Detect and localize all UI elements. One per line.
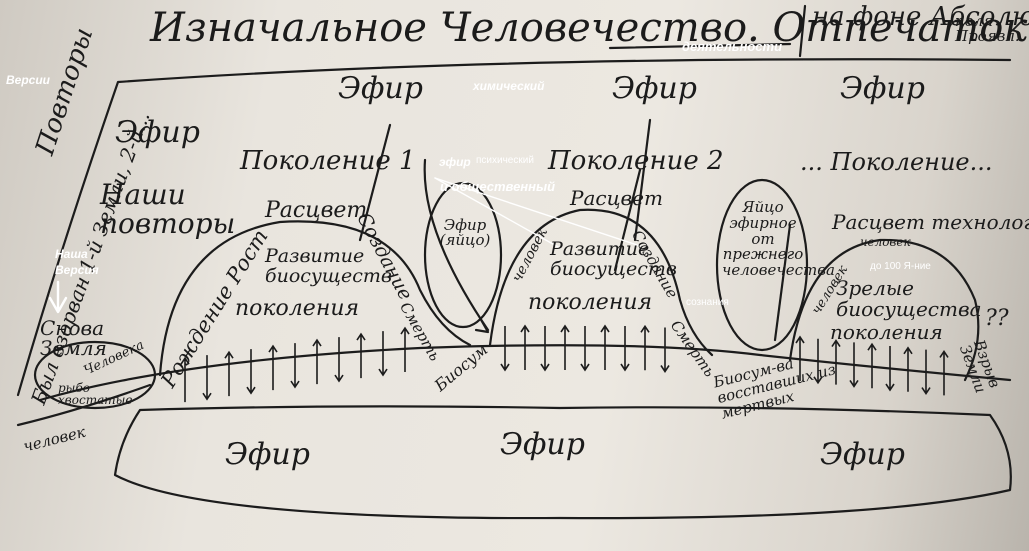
title-underline [608,42,792,50]
flow-arrows [180,324,949,403]
fish-tail-label: рыбо хвостатые [58,381,133,407]
flow-arrow [813,338,823,385]
arrow-gen1 [423,158,490,332]
generation-n-label: ... Поколение... [800,148,993,176]
bottom-ether-pool [113,405,1012,520]
development-label-2: Развитие биосуществ [550,238,677,280]
flow-arrow [290,343,300,389]
mature-label: Зрелые биосущества [836,276,982,321]
flow-arrow [560,324,570,370]
question-marks: ?? [985,306,1009,331]
flow-arrow [180,356,190,403]
ground-line [38,344,1012,402]
overlay-ya-before-100: до 100 Я-ние [870,261,931,272]
overlay-our-version-1: Наша [55,247,88,261]
generations-label-1: поколения [235,296,360,321]
generation-2-label: Поколение 2 [548,146,724,176]
generation-1-dome [158,220,472,377]
overlay-consciousness: сознания [686,297,729,308]
ether-bottom-2: Эфир [500,427,585,462]
pointer-line-1 [434,177,561,249]
pointer-line-2 [434,177,641,247]
flow-arrow [540,326,550,372]
generation-1-label: Поколение 1 [240,146,416,176]
flow-arrow [620,326,630,372]
flow-arrow [600,324,610,370]
ether-egg-label-1: Эфир (яйцо) [439,216,491,249]
flow-arrow [640,324,650,371]
again-earth-label: Снова Земля [40,316,107,360]
generation-2-dome [488,208,714,357]
ether-label-3: Эфир [612,71,697,106]
flow-arrow [520,324,530,370]
overlay-ether-word: эфир [439,155,471,169]
ether-label-2: Эфир [338,71,423,106]
flow-arrow [831,339,841,385]
flow-arrow [268,344,278,391]
overlay-psychic: психический [476,155,534,166]
flow-arrow [885,346,895,392]
generation-n-dome [788,238,980,382]
flow-arrow [400,326,410,373]
flow-arrow [246,349,256,395]
generations-label-2: поколения [528,290,653,315]
dawn-technology-label: Расцвет технологий [832,210,1029,234]
flow-arrow [202,355,212,401]
flow-arrow [378,331,388,377]
our-repeats-label: Наши повторы [100,178,236,241]
title-divider [798,4,807,58]
dawn-label-2: Расцвет [570,186,663,210]
earth-oval [33,340,157,410]
diagram-title: Изначальное Человечество. Отпечаток [150,5,1028,51]
flow-arrow [500,326,510,372]
flow-arrow [660,327,670,373]
arrow-egg2 [773,223,792,342]
ether-bottom-3: Эфир [820,437,905,472]
flow-arrow [334,337,344,383]
overlay-activity: деятельности [682,39,783,54]
flow-arrow [312,338,322,385]
development-label-1: Развитие биосуществ [265,245,392,287]
dawn-label-1: Расцвет [265,198,368,223]
generations-label-n: поколения [830,320,943,344]
human-line [16,383,152,427]
person-label-3: человек [860,235,911,249]
flow-arrow [867,342,877,389]
new-egg-label: Яйцо эфирное от прежнего человечества [722,198,835,279]
overlay-versions: Версии [6,73,51,87]
overlay-our-version-2: Версия [55,263,99,277]
ether-label-4: Эфир [840,71,925,106]
flow-arrow [224,350,234,397]
overlay-down-arrow [48,280,68,314]
flow-arrow [795,335,805,381]
title-right-2: поля Проявл. [955,12,1020,45]
arrow-gen2 [613,168,642,272]
flow-arrow [903,346,913,392]
upper-boundary-line [16,58,1012,397]
flow-arrow [921,349,931,396]
overlay-chemical: химический [473,79,545,93]
flow-arrow [356,332,366,379]
flow-arrow [849,342,859,388]
flow-arrow [939,349,949,396]
flow-arrow [580,326,590,372]
title-right: на фоне Абсолюта [812,2,1029,32]
ether-egg-oval-1 [423,181,503,329]
ether-bottom-1: Эфир [225,437,310,472]
overlay-social: и общественный [440,179,556,194]
ether-label-1: Эфир [115,115,200,150]
ether-egg-oval-2 [715,178,809,352]
